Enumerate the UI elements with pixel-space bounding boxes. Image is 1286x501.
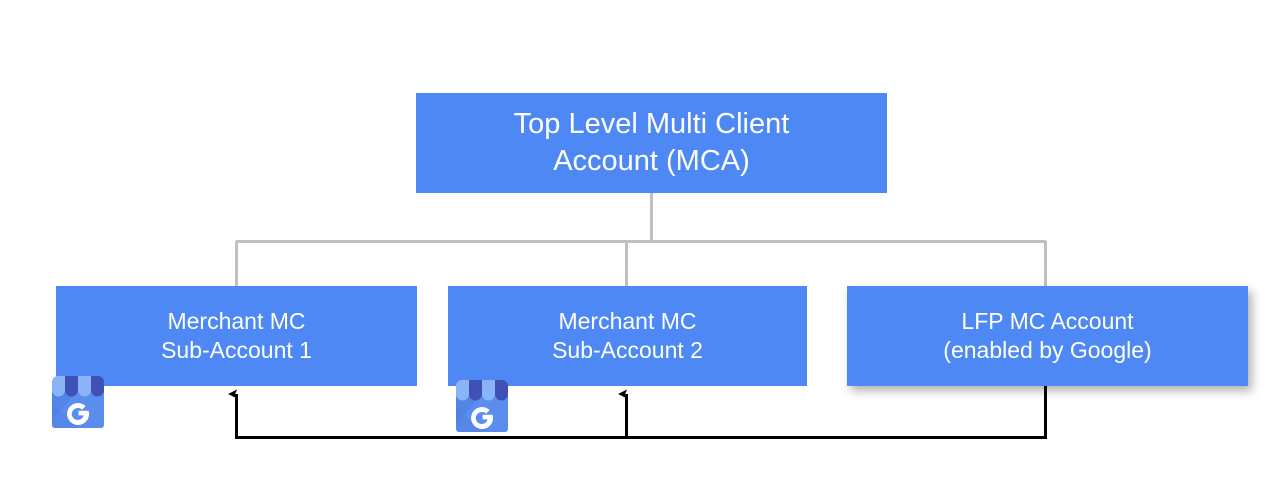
node-top-level-mca[interactable]: Top Level Multi Client Account (MCA) bbox=[416, 93, 887, 193]
google-my-business-storefront-icon bbox=[52, 376, 104, 428]
node-merchant-sub-account-1-line2: Sub-Account 1 bbox=[161, 337, 312, 363]
node-merchant-sub-account-2[interactable]: Merchant MC Sub-Account 2 bbox=[448, 286, 807, 386]
connector-lfp-to-sub1 bbox=[228, 386, 1047, 439]
node-merchant-sub-account-1-line1: Merchant MC bbox=[167, 307, 306, 334]
node-merchant-sub-account-1[interactable]: Merchant MC Sub-Account 1 bbox=[56, 286, 417, 386]
node-merchant-sub-account-2-line1: Merchant MC bbox=[558, 307, 697, 334]
node-top-level-mca-line1: Top Level Multi Client bbox=[513, 107, 790, 140]
node-top-level-mca-line2: Account (MCA) bbox=[553, 145, 750, 177]
node-lfp-mc-account[interactable]: LFP MC Account (enabled by Google) bbox=[847, 286, 1248, 386]
node-merchant-sub-account-2-line2: Sub-Account 2 bbox=[552, 337, 703, 363]
node-lfp-mc-account-line2: (enabled by Google) bbox=[943, 337, 1152, 363]
google-my-business-storefront-icon bbox=[456, 380, 508, 432]
node-lfp-mc-account-line1: LFP MC Account bbox=[961, 307, 1134, 334]
